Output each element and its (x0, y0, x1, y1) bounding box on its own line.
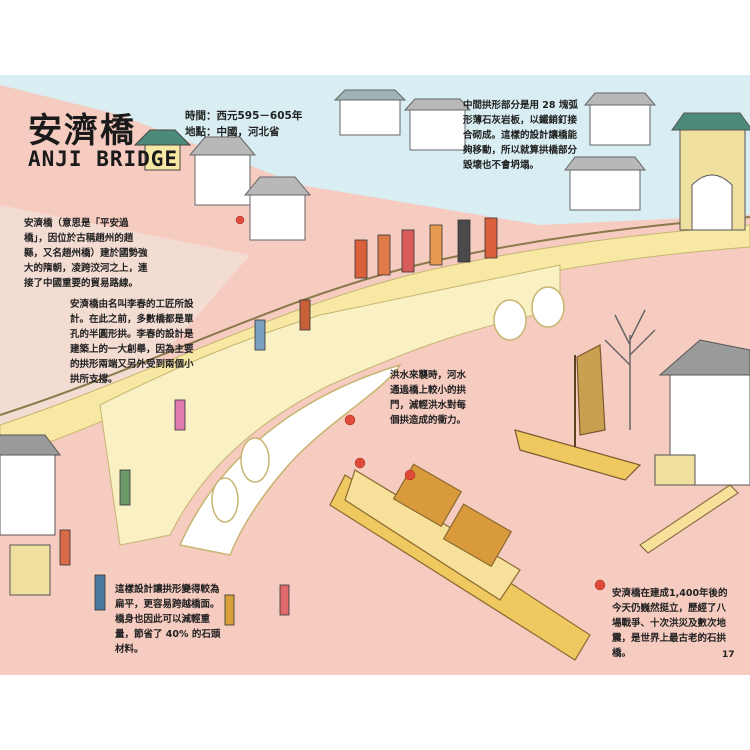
bridge-illustration (0, 75, 750, 661)
big-boat (329, 463, 591, 661)
text-survival: 安濟橋在建成1,400年後的今天仍巍然挺立，歷經了八場戰爭、十次洪災及數次地震，… (612, 588, 728, 659)
meta-time: 時間：西元595－605年 (185, 110, 303, 122)
text-flood: 洪水來襲時，河水通過橋上較小的拱門，減輕洪水對每個拱造成的衝力。 (390, 370, 467, 426)
gate-tower (671, 112, 750, 231)
small-arch-2 (531, 286, 565, 328)
houses-right (654, 339, 750, 486)
left-bank (0, 205, 250, 435)
sailboat (514, 344, 642, 481)
meta-place: 地點：中國，河北省 (185, 126, 280, 138)
houses-top (188, 89, 657, 241)
lanterns (235, 215, 606, 591)
text-flat-arch: 這樣設計讓拱形變得較為扁平，更容易跨越橋面。橋身也因此可以減輕重量，節省了 40… (115, 584, 221, 655)
houses-left (0, 434, 61, 596)
small-arch-1 (493, 299, 527, 341)
title-chinese: 安濟橋 (28, 111, 136, 151)
text-designer: 安濟橋由名叫李春的工匠所設計。在此之前，多數橋都是單孔的半圓形拱。李春的設計是建… (70, 299, 194, 385)
river-upper (0, 75, 750, 225)
text-intro: 安濟橋（意思是「平安過橋」，因位於古稱趙州的趙縣，又名趙州橋）建於國勢強大的隋朝… (24, 218, 148, 289)
small-arch-3 (240, 437, 270, 483)
small-arch-4 (211, 477, 239, 523)
title-english: ANJI BRIDGE (28, 147, 179, 171)
text-stones: 中間拱形部分是用 28 塊弧形薄石灰岩板，以鐵銷釘接合砌成。這樣的設計讓橋能夠移… (463, 100, 578, 171)
pavilion (133, 129, 192, 171)
tree (604, 309, 656, 430)
page-number: 17 (722, 650, 735, 660)
bridge-body (99, 264, 561, 546)
meta-info: 時間：西元595－605年 地點：中國，河北省 (185, 108, 302, 140)
crowd (59, 217, 498, 626)
book-page: 安濟橋 ANJI BRIDGE 時間：西元595－605年 地點：中國，河北省 … (0, 75, 750, 675)
small-boat (639, 484, 739, 554)
